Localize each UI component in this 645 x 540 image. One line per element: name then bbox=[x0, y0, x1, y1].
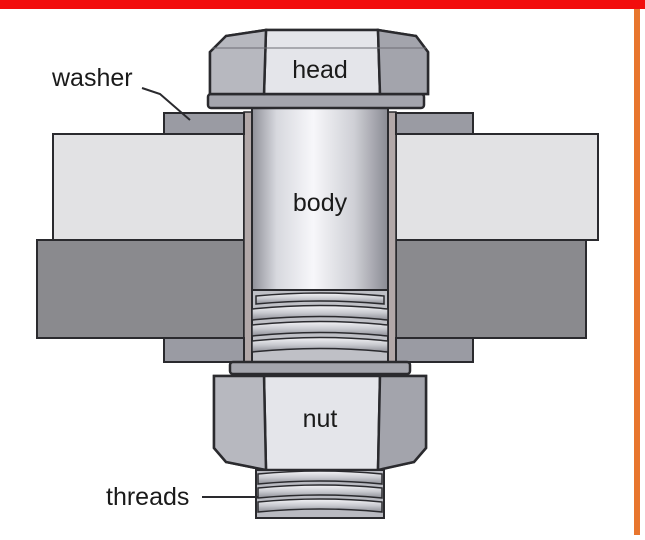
threads-label: threads bbox=[106, 483, 189, 511]
head-label: head bbox=[292, 56, 348, 84]
nut bbox=[212, 360, 428, 472]
washer-leader-line bbox=[141, 87, 191, 121]
washer-label: washer bbox=[51, 64, 133, 92]
threads-upper bbox=[251, 289, 389, 363]
bottom-washer bbox=[163, 337, 474, 363]
lower-plate bbox=[36, 239, 587, 339]
body-label: body bbox=[293, 189, 348, 217]
bolt-head bbox=[206, 28, 430, 110]
top-border bbox=[0, 0, 645, 9]
nut-label: nut bbox=[303, 405, 338, 433]
upper-plate bbox=[52, 133, 599, 241]
right-border bbox=[634, 9, 640, 535]
top-washer bbox=[163, 112, 474, 135]
bolt-body bbox=[251, 107, 389, 293]
threads-protruding bbox=[255, 469, 385, 519]
